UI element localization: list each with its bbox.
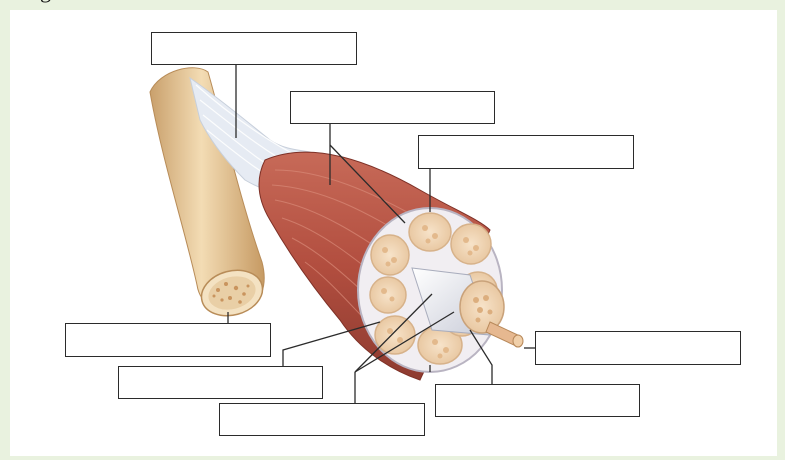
fascicle xyxy=(451,224,491,264)
fascicle xyxy=(371,235,409,275)
label-box-perimysium[interactable] xyxy=(118,366,323,399)
label-box-muscle-fiber[interactable] xyxy=(435,384,640,417)
label-box-endomysium[interactable] xyxy=(219,403,425,436)
single-muscle-fiber xyxy=(486,322,523,347)
label-box-epimysium[interactable] xyxy=(290,91,495,124)
fascicle xyxy=(370,277,406,313)
fascicle xyxy=(409,213,451,251)
label-box-bone[interactable] xyxy=(65,323,271,357)
label-box-fascicle[interactable] xyxy=(418,135,634,169)
label-box-tendon[interactable] xyxy=(151,32,357,65)
label-box-blood-vessel[interactable] xyxy=(535,331,741,365)
